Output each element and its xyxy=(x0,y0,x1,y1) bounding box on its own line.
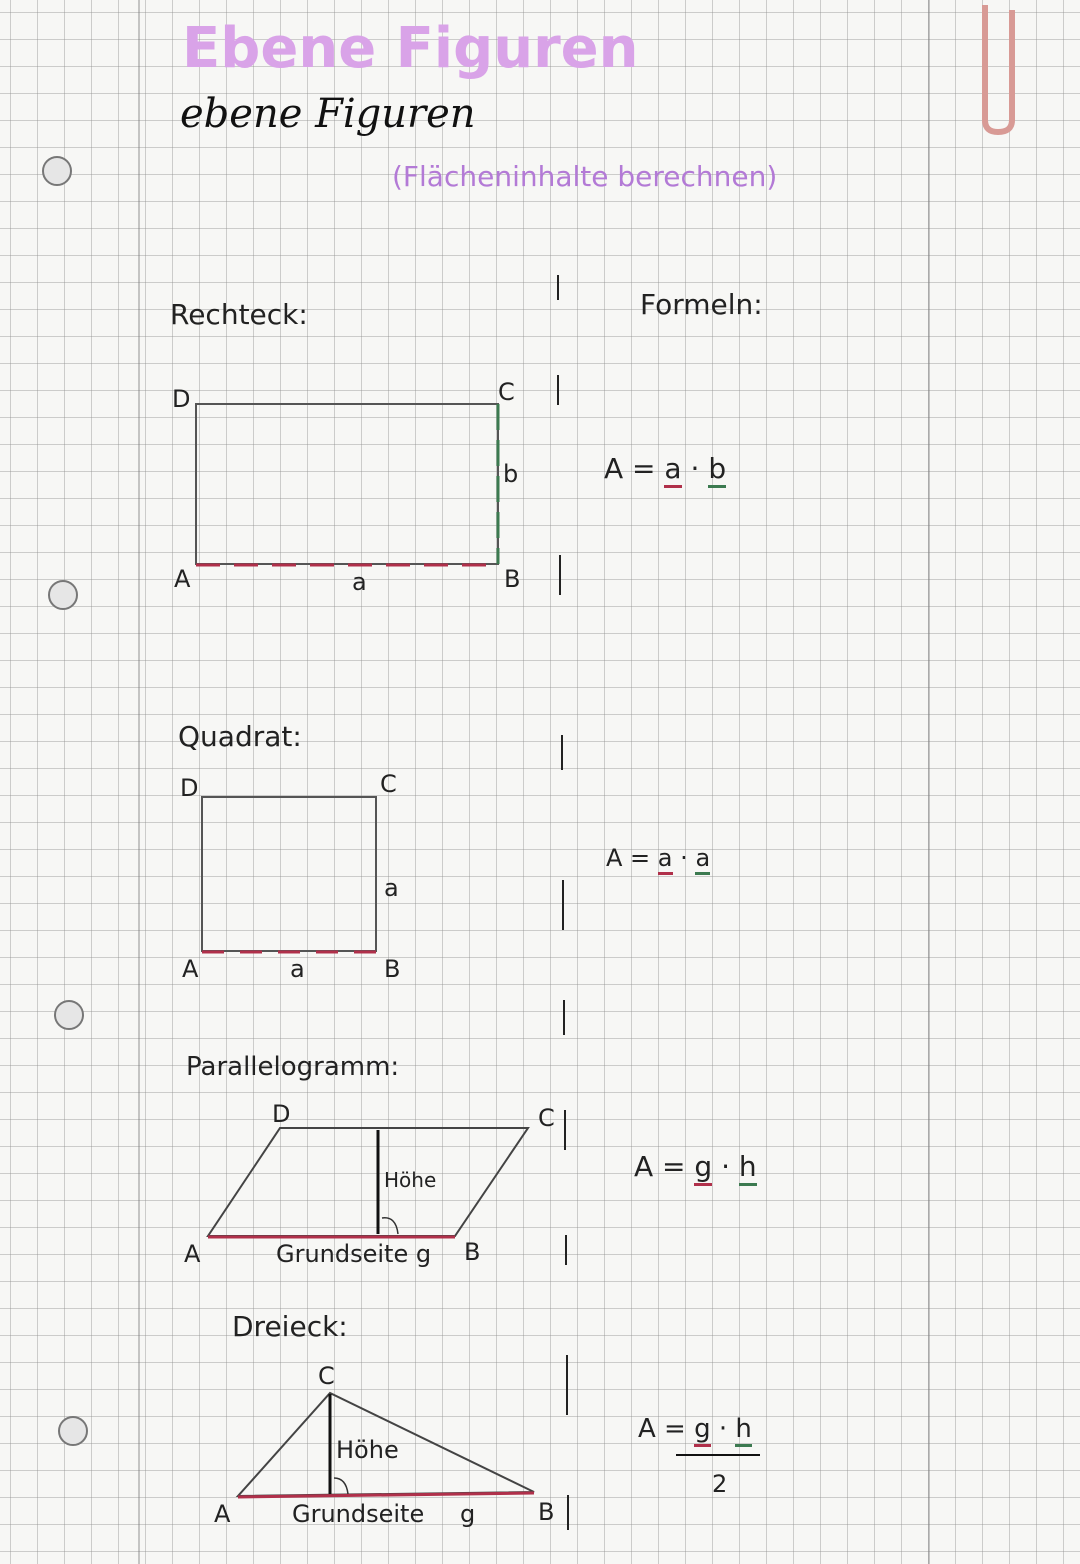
formula-term-a: a xyxy=(657,844,673,875)
vertex-a: A xyxy=(214,1500,231,1528)
punch-hole xyxy=(48,580,78,610)
vertex-b: B xyxy=(538,1498,555,1526)
dreieck-figure xyxy=(235,1391,535,1499)
height-label: Höhe xyxy=(384,1168,437,1192)
vertex-c: C xyxy=(380,770,397,798)
base-symbol: g xyxy=(460,1500,476,1528)
vertex-d: D xyxy=(172,385,191,413)
punch-hole xyxy=(58,1416,88,1446)
quadrat-formula: A = a · a xyxy=(606,844,711,875)
vertex-c: C xyxy=(498,378,515,406)
parallelogramm-heading: Parallelogramm: xyxy=(186,1052,400,1082)
base-label: Grundseite xyxy=(292,1500,425,1528)
vertex-b: B xyxy=(504,565,521,593)
base-label: Grundseite g xyxy=(276,1240,432,1268)
quadrat-figure xyxy=(201,796,377,954)
rechteck-figure xyxy=(195,403,500,567)
vertex-b: B xyxy=(384,955,401,983)
side-a-label: a xyxy=(352,568,367,596)
rechteck-heading: Rechteck: xyxy=(170,298,308,331)
formula-lhs: A = xyxy=(604,452,656,485)
quadrat-heading: Quadrat: xyxy=(178,720,302,753)
formulas-heading: Formeln: xyxy=(640,288,763,321)
vertex-d: D xyxy=(180,774,199,802)
formula-lhs: A = xyxy=(606,844,651,872)
formula-term-g: g xyxy=(694,1414,711,1447)
vertex-a: A xyxy=(174,565,191,593)
formula-term-h: h xyxy=(738,1150,757,1186)
formula-term-g: g xyxy=(694,1150,713,1186)
formula-term-b: b xyxy=(708,452,727,488)
formula-dot: · xyxy=(721,1150,731,1183)
column-divider xyxy=(557,275,569,1530)
parallelogramm-formula: A = g · h xyxy=(634,1150,757,1186)
vertex-a: A xyxy=(182,955,199,983)
dreieck-formula: A = g · h xyxy=(638,1414,752,1447)
side-a-right-label: a xyxy=(384,874,399,902)
dreieck-heading: Dreieck: xyxy=(232,1310,348,1343)
margin-line xyxy=(138,0,140,1564)
formula-dot: · xyxy=(680,844,688,872)
formula-dot: · xyxy=(718,1414,728,1444)
rechteck-formula: A = a · b xyxy=(604,452,727,488)
margin-line-right xyxy=(928,0,930,1564)
parallelogramm-figure xyxy=(206,1127,530,1239)
formula-term-h: h xyxy=(735,1414,752,1447)
page-subtitle: (Flächeninhalte berechnen) xyxy=(392,160,778,193)
formula-lhs: A = xyxy=(638,1414,686,1444)
vertex-a: A xyxy=(184,1240,201,1268)
paperclip-icon xyxy=(982,5,1015,136)
side-b-label: b xyxy=(503,460,519,488)
vertex-c: C xyxy=(538,1104,555,1132)
formula-term-a2: a xyxy=(695,844,711,875)
page-title-ink: ebene Figuren xyxy=(180,91,476,137)
vertex-d: D xyxy=(272,1100,291,1128)
vertex-b: B xyxy=(464,1238,481,1266)
formula-dot: · xyxy=(690,452,700,485)
vertex-c: C xyxy=(318,1362,335,1390)
punch-hole xyxy=(54,1000,84,1030)
formula-denominator: 2 xyxy=(712,1470,728,1498)
height-label: Höhe xyxy=(336,1436,399,1464)
side-a-label: a xyxy=(290,955,305,983)
formula-lhs: A = xyxy=(634,1150,686,1183)
punch-hole xyxy=(42,156,72,186)
page-title: Ebene Figuren xyxy=(182,16,639,81)
formula-term-a: a xyxy=(664,452,682,488)
